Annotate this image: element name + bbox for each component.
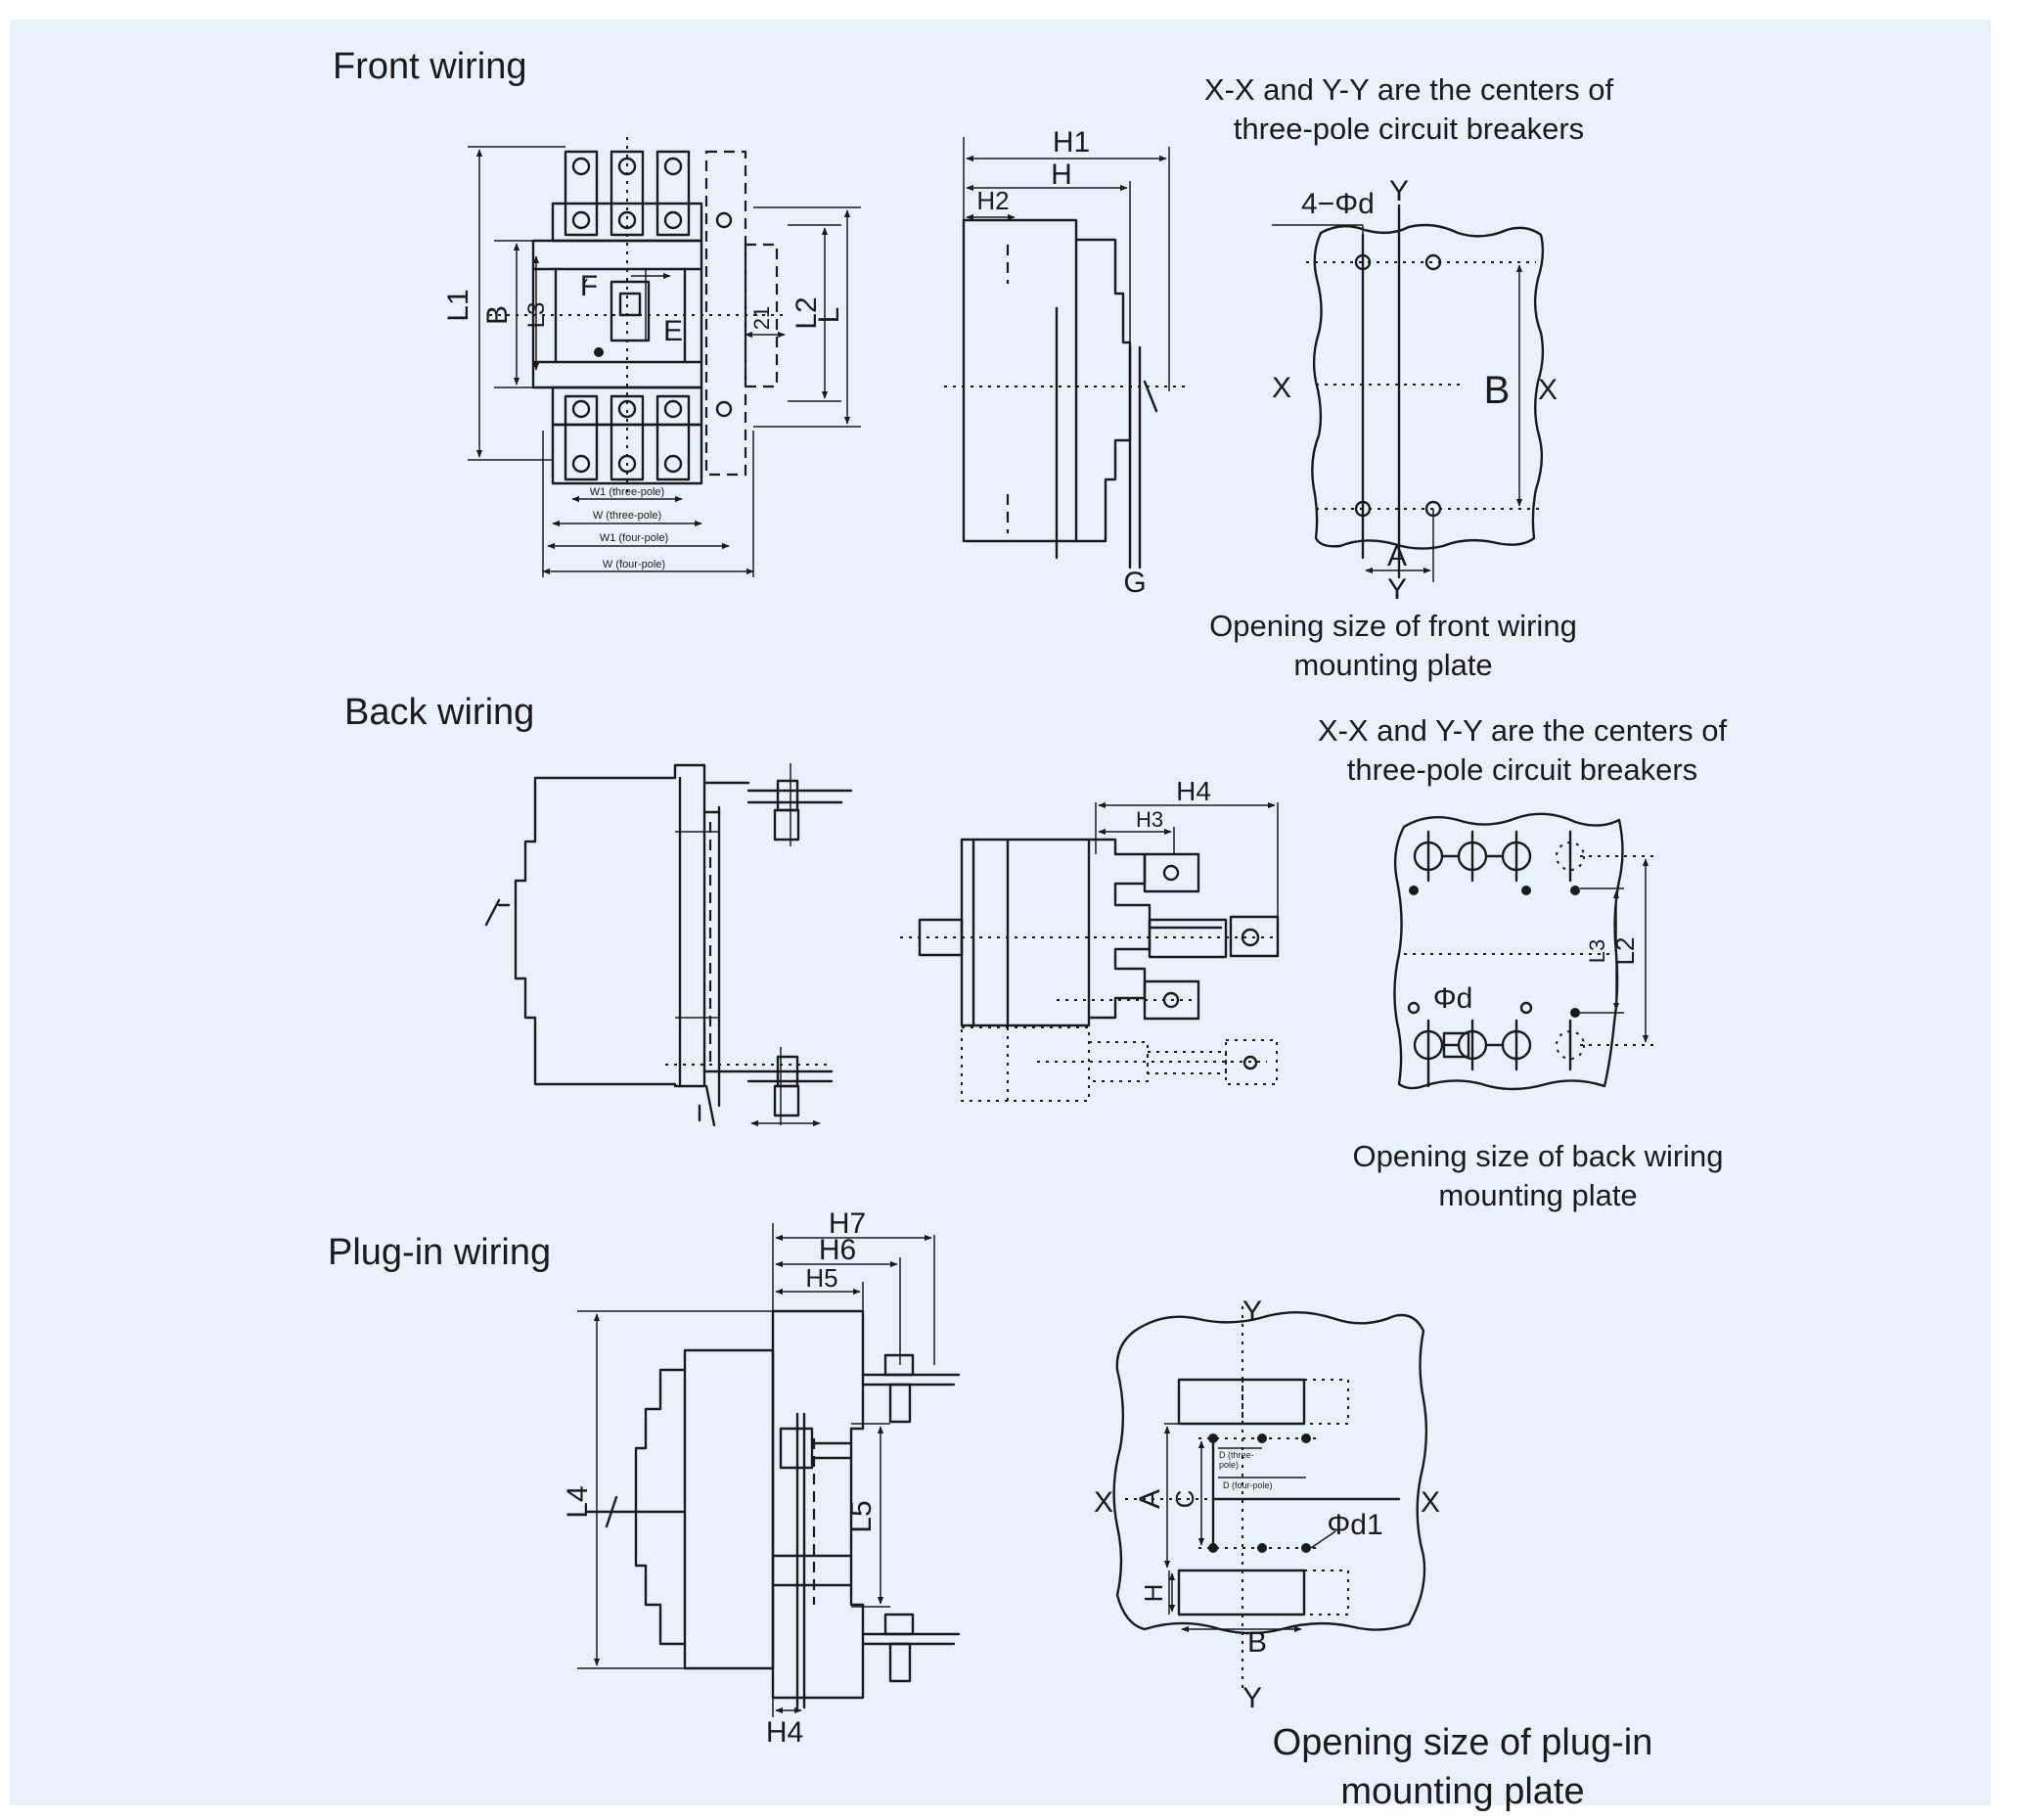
plugin-caption-line2: mounting plate [1340, 1771, 1584, 1812]
dim-E: E [663, 315, 683, 347]
dim-H5: H5 [805, 1263, 837, 1293]
back-opening-drawing: L3 L2 Φd X-X and Y-Y are the centers of … [1318, 713, 1728, 1212]
dim-W-three: W (three-pole) [593, 510, 661, 522]
axis-Y-plugin-top: Y [1242, 1296, 1262, 1328]
axis-Y-plugin-bottom: Y [1242, 1682, 1262, 1714]
back-center-note-line1: X-X and Y-Y are the centers of [1318, 713, 1728, 748]
plugin-caption-line1: Opening size of plug-in [1273, 1722, 1653, 1763]
dim-H: H [1051, 159, 1072, 191]
dim-A-plugin: A [1134, 1489, 1166, 1509]
dim-phi-d1: Φd1 [1327, 1509, 1382, 1541]
dim-H3: H3 [1136, 807, 1163, 832]
back-wiring-title: Back wiring [344, 692, 534, 733]
back-top-view-drawing: H4 H3 [900, 776, 1280, 1102]
dim-H-plugin: H [1139, 1584, 1168, 1603]
back-caption-line1: Opening size of back wiring [1352, 1139, 1723, 1173]
dim-D-three-b: pole) [1219, 1460, 1239, 1470]
dim-B-plugin: B [1247, 1626, 1267, 1659]
plugin-wiring-section: Plug-in wiring [328, 1207, 1652, 1812]
plugin-side-view-drawing: H7 H6 H5 L4 L5 H4 [562, 1207, 961, 1749]
back-center-note-line2: three-pole circuit breakers [1347, 752, 1697, 787]
dim-H1: H1 [1053, 126, 1090, 159]
axis-X-plugin-right: X [1421, 1486, 1440, 1519]
dim-H4-back: H4 [1176, 776, 1211, 806]
dim-L: L [813, 307, 845, 324]
axis-Y-top: Y [1389, 175, 1409, 207]
dim-B: B [481, 305, 514, 325]
dim-L2: L2 [791, 296, 823, 329]
dim-B-opening: B [1484, 369, 1511, 412]
dim-H6: H6 [819, 1234, 856, 1266]
front-wiring-section: Front wiring [333, 46, 1613, 682]
dim-H2: H2 [976, 186, 1009, 215]
axis-Y-bottom: Y [1387, 573, 1407, 606]
axis-X-left: X [1272, 372, 1291, 404]
plugin-wiring-title: Plug-in wiring [328, 1232, 551, 1273]
dim-L5: L5 [845, 1500, 878, 1532]
front-view-drawing: L1 B L3 F E 21 L2 L W1 (three-pole) W (t… [442, 137, 861, 577]
dim-L3-back: L3 [1585, 939, 1609, 963]
front-caption-line2: mounting plate [1293, 648, 1492, 682]
dim-W1-four: W1 (four-pole) [600, 532, 668, 544]
axis-X-right: X [1538, 374, 1558, 406]
back-side-view-drawing [484, 763, 853, 1127]
dim-L4: L4 [562, 1485, 594, 1518]
front-center-note-line2: three-pole circuit breakers [1234, 112, 1584, 146]
dim-L3: L3 [523, 302, 550, 329]
axis-X-plugin-left: X [1094, 1486, 1113, 1519]
front-caption-line1: Opening size of front wiring [1209, 609, 1577, 643]
plugin-opening-drawing: Y X X A C H B Y Φd1 D (three- pole) D (f… [1094, 1296, 1652, 1812]
dim-D-three-a: D (three- [1219, 1450, 1254, 1460]
dim-21: 21 [749, 306, 774, 330]
dim-L2-back: L2 [1610, 937, 1640, 966]
dim-W1-three: W1 (three-pole) [590, 486, 664, 498]
side-view-drawing: H1 H H2 G [944, 126, 1189, 599]
front-opening-drawing: X-X and Y-Y are the centers of three-pol… [1204, 72, 1614, 682]
dim-W-four: W (four-pole) [603, 559, 665, 570]
front-center-note-line1: X-X and Y-Y are the centers of [1204, 72, 1614, 107]
back-wiring-section: Back wiring [344, 692, 1727, 1212]
drawing-panel [10, 20, 1991, 1805]
dim-C: C [1170, 1490, 1199, 1509]
dim-H4-plugin: H4 [766, 1716, 803, 1749]
front-wiring-title: Front wiring [333, 46, 527, 87]
dim-G: G [1123, 567, 1146, 599]
dim-phi-d: Φd [1433, 982, 1473, 1015]
dim-D-four: D (four-pole) [1223, 1480, 1273, 1490]
dim-4-phi-d: 4−Φd [1301, 188, 1375, 220]
dim-A-front: A [1387, 540, 1407, 572]
back-caption-line2: mounting plate [1438, 1178, 1637, 1212]
dim-L1: L1 [442, 289, 474, 321]
dim-F: F [580, 270, 598, 302]
dim-H7: H7 [829, 1207, 866, 1240]
